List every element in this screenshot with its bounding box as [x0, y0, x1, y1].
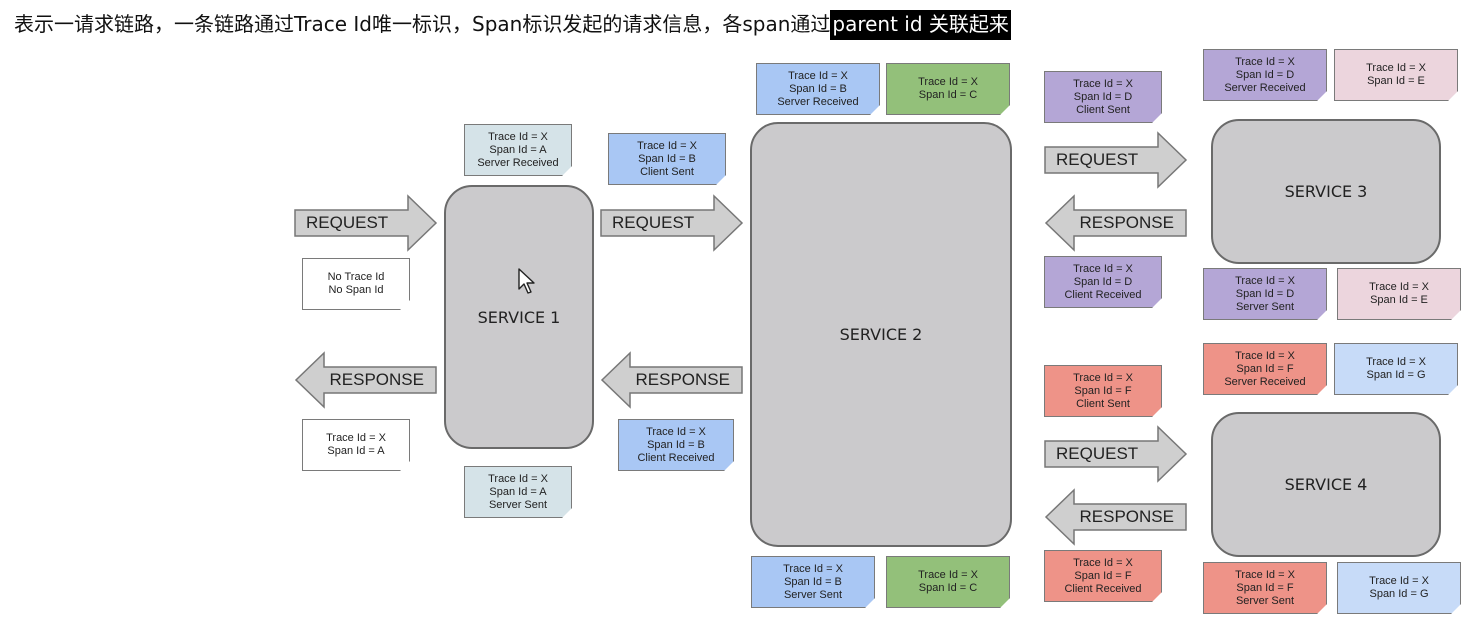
request-arrow-service2-to-service3: REQUEST	[1044, 131, 1188, 189]
trace-note-f-server-sent: Trace Id = X Span Id = F Server Sent	[1203, 562, 1327, 614]
response-arrow-service3-to-service2: RESPONSE	[1044, 194, 1188, 252]
caption: 表示一请求链路，一条链路通过Trace Id唯一标识，Span标识发起的请求信息…	[14, 6, 1011, 42]
trace-note-a-server-received: Trace Id = X Span Id = A Server Received	[464, 124, 572, 176]
arrow-label: REQUEST	[1056, 444, 1139, 463]
trace-note-e-top: Trace Id = X Span Id = E	[1334, 49, 1458, 101]
trace-note-d-client-sent: Trace Id = X Span Id = D Client Sent	[1044, 71, 1162, 123]
arrow-label: RESPONSE	[1079, 213, 1174, 232]
trace-note-b-client-received: Trace Id = X Span Id = B Client Received	[618, 419, 734, 471]
service-3: SERVICE 3	[1211, 119, 1441, 264]
trace-note-b-server-sent: Trace Id = X Span Id = B Server Sent	[751, 556, 875, 608]
arrow-shape	[600, 194, 744, 252]
trace-note-d-server-received: Trace Id = X Span Id = D Server Received	[1203, 49, 1327, 101]
response-arrow-service1-to-client: RESPONSE	[294, 351, 438, 409]
service-1: SERVICE 1	[444, 185, 594, 449]
response-arrow-service2-to-service1: RESPONSE	[600, 351, 744, 409]
trace-note-b-client-sent: Trace Id = X Span Id = B Client Sent	[608, 133, 726, 185]
arrow-shape	[1044, 131, 1188, 189]
mouse-pointer-icon	[518, 268, 538, 300]
response-arrow-service4-to-service2: RESPONSE	[1044, 488, 1188, 546]
arrow-shape	[294, 351, 437, 409]
request-arrow-service1-to-service2: REQUEST	[600, 194, 744, 252]
arrow-label: RESPONSE	[1079, 507, 1174, 526]
trace-note-f-client-received: Trace Id = X Span Id = F Client Received	[1044, 550, 1162, 602]
service-4: SERVICE 4	[1211, 412, 1441, 557]
trace-note-d-server-sent: Trace Id = X Span Id = D Server Sent	[1203, 268, 1327, 320]
trace-note-b-server-received: Trace Id = X Span Id = B Server Received	[756, 63, 880, 115]
arrow-label: REQUEST	[1056, 150, 1139, 169]
arrow-shape	[1044, 194, 1187, 252]
trace-note-e-bottom: Trace Id = X Span Id = E	[1337, 268, 1461, 320]
arrow-shape	[1044, 425, 1188, 483]
arrow-shape	[1044, 488, 1187, 546]
trace-note-d-client-received: Trace Id = X Span Id = D Client Received	[1044, 256, 1162, 308]
trace-note-span-a: Trace Id = X Span Id = A	[302, 419, 410, 471]
request-arrow-service2-to-service4: REQUEST	[1044, 425, 1188, 483]
caption-text: 表示一请求链路，一条链路通过Trace Id唯一标识，Span标识发起的请求信息…	[14, 12, 831, 36]
trace-note-f-server-received: Trace Id = X Span Id = F Server Received	[1203, 343, 1327, 395]
trace-note-g-bottom: Trace Id = X Span Id = G	[1337, 562, 1461, 614]
trace-note-c-bottom: Trace Id = X Span Id = C	[886, 556, 1010, 608]
arrow-label: REQUEST	[306, 213, 389, 232]
trace-note-g-top: Trace Id = X Span Id = G	[1334, 343, 1458, 395]
arrow-shape	[294, 194, 438, 252]
trace-note-c-top: Trace Id = X Span Id = C	[886, 63, 1010, 115]
arrow-label: REQUEST	[612, 213, 695, 232]
trace-note-f-client-sent: Trace Id = X Span Id = F Client Sent	[1044, 365, 1162, 417]
arrow-label: RESPONSE	[635, 370, 730, 389]
arrow-label: RESPONSE	[329, 370, 424, 389]
trace-note-no-trace: No Trace Id No Span Id	[302, 258, 410, 310]
request-arrow-client-to-service1: REQUEST	[294, 194, 438, 252]
service-2: SERVICE 2	[750, 122, 1012, 547]
trace-note-a-server-sent: Trace Id = X Span Id = A Server Sent	[464, 466, 572, 518]
arrow-shape	[600, 351, 743, 409]
caption-highlight: parent id 关联起来	[830, 10, 1011, 40]
